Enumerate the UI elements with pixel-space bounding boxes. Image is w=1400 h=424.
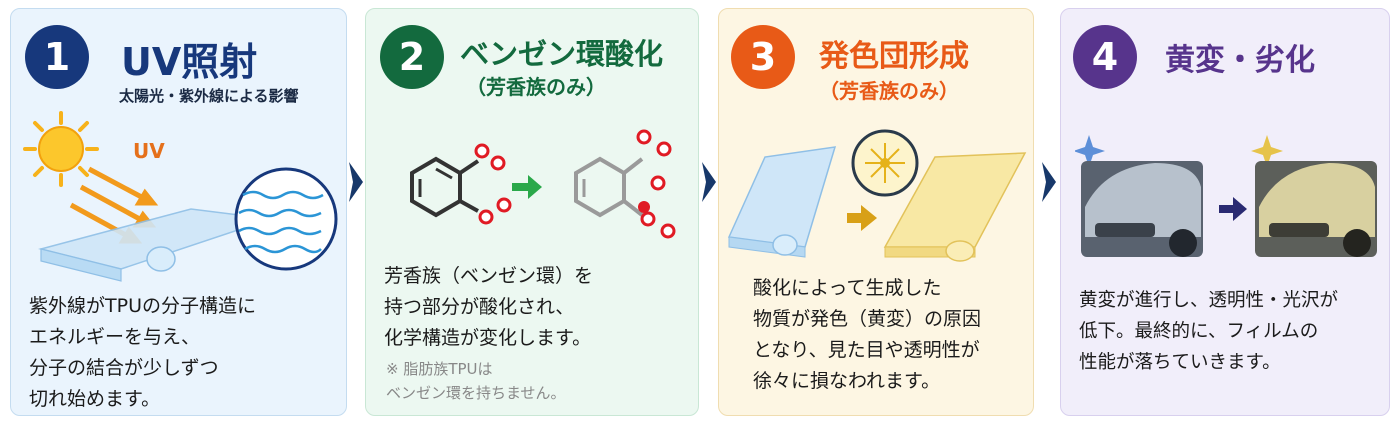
step-3-panel: 3 発色団形成 （芳香族のみ） 酸化によって生成した 物質が発色（黄変）の原因 … bbox=[718, 8, 1034, 416]
description-line: エネルギーを与え、 bbox=[29, 326, 201, 348]
step-title: UV照射 bbox=[121, 40, 258, 84]
next-step-arrow bbox=[1042, 162, 1056, 202]
arrow-icon bbox=[512, 175, 542, 199]
uv-illustration bbox=[23, 111, 338, 282]
description-line: 性能が落ちていきます。 bbox=[1079, 352, 1281, 373]
molecule-illustration bbox=[410, 129, 676, 239]
oxidized-ring-icon bbox=[574, 156, 644, 218]
step-subtitle: （芳香族のみ） bbox=[819, 79, 959, 103]
step-description: 酸化によって生成した 物質が発色（黄変）の原因 となり、見た目や透明性が 徐々に… bbox=[753, 273, 981, 397]
step-number-badge: 4 bbox=[1073, 25, 1137, 89]
description-line: 切れ始めます。 bbox=[29, 388, 161, 410]
sparkle-icon bbox=[1251, 135, 1283, 167]
step-number-badge: 1 bbox=[25, 25, 89, 89]
uv-label: UV bbox=[133, 139, 165, 163]
description-line: 化学構造が変化します。 bbox=[384, 327, 592, 349]
next-step-arrow bbox=[349, 162, 363, 202]
step-number-badge: 2 bbox=[380, 25, 444, 89]
description-line: 酸化によって生成した bbox=[753, 277, 942, 299]
step-title: 黄変・劣化 bbox=[1165, 43, 1315, 78]
film-roll-icon bbox=[38, 208, 272, 282]
step-description: 黄変が進行し、透明性・光沢が 低下。最終的に、フィルムの 性能が落ちていきます。 bbox=[1079, 285, 1338, 378]
step-1-panel: 1 UV照射 太陽光・紫外線による影響 bbox=[10, 8, 347, 416]
description-line: 持つ部分が酸化され、 bbox=[384, 296, 575, 318]
note-line: ※ 脂肪族TPUは bbox=[386, 360, 493, 378]
step-2-panel: 2 ベンゼン環酸化 （芳香族のみ） 芳香族 bbox=[365, 8, 699, 416]
step-title: ベンゼン環酸化 bbox=[460, 37, 664, 71]
step-note: ※ 脂肪族TPUは ベンゼン環を持ちません。 bbox=[386, 357, 566, 405]
chromophore-illustration bbox=[727, 129, 1027, 262]
step-4-panel: 4 黄変・劣化 黄変が進行し、透明性・光沢が 低下。最終的に、フィルムの 性能が… bbox=[1060, 8, 1390, 416]
next-step-arrow bbox=[702, 162, 716, 202]
yellowed-film-icon bbox=[883, 152, 1027, 262]
step-title: 発色団形成 bbox=[819, 39, 969, 74]
arrow-icon bbox=[847, 205, 877, 231]
description-line: 分子の結合が少しずつ bbox=[29, 357, 219, 379]
car-icon bbox=[1255, 161, 1377, 257]
description-line: となり、見た目や透明性が bbox=[753, 339, 980, 361]
description-line: 徐々に損なわれます。 bbox=[753, 370, 941, 392]
car-comparison-illustration bbox=[1075, 135, 1377, 257]
description-line: 低下。最終的に、フィルムの bbox=[1079, 321, 1319, 342]
description-line: 紫外線がTPUの分子構造に bbox=[29, 295, 256, 317]
note-line: ベンゼン環を持ちません。 bbox=[386, 384, 566, 402]
sparkle-icon bbox=[1075, 135, 1105, 167]
description-line: 芳香族（ベンゼン環）を bbox=[384, 265, 594, 287]
description-line: 黄変が進行し、透明性・光沢が bbox=[1079, 290, 1339, 311]
step-description: 紫外線がTPUの分子構造に エネルギーを与え、 分子の結合が少しずつ 切れ始めま… bbox=[29, 291, 256, 415]
sun-icon bbox=[23, 111, 99, 187]
description-line: 物質が発色（黄変）の原因 bbox=[753, 308, 982, 330]
film-roll-icon bbox=[727, 146, 837, 258]
step-description: 芳香族（ベンゼン環）を 持つ部分が酸化され、 化学構造が変化します。 bbox=[384, 261, 593, 354]
step-subtitle: 太陽光・紫外線による影響 bbox=[119, 87, 299, 105]
car-icon bbox=[1081, 161, 1203, 257]
benzene-ring-icon bbox=[410, 156, 480, 218]
step-subtitle: （芳香族のみ） bbox=[466, 75, 606, 99]
step-number-badge: 3 bbox=[731, 25, 795, 89]
arrow-icon bbox=[1219, 197, 1247, 221]
